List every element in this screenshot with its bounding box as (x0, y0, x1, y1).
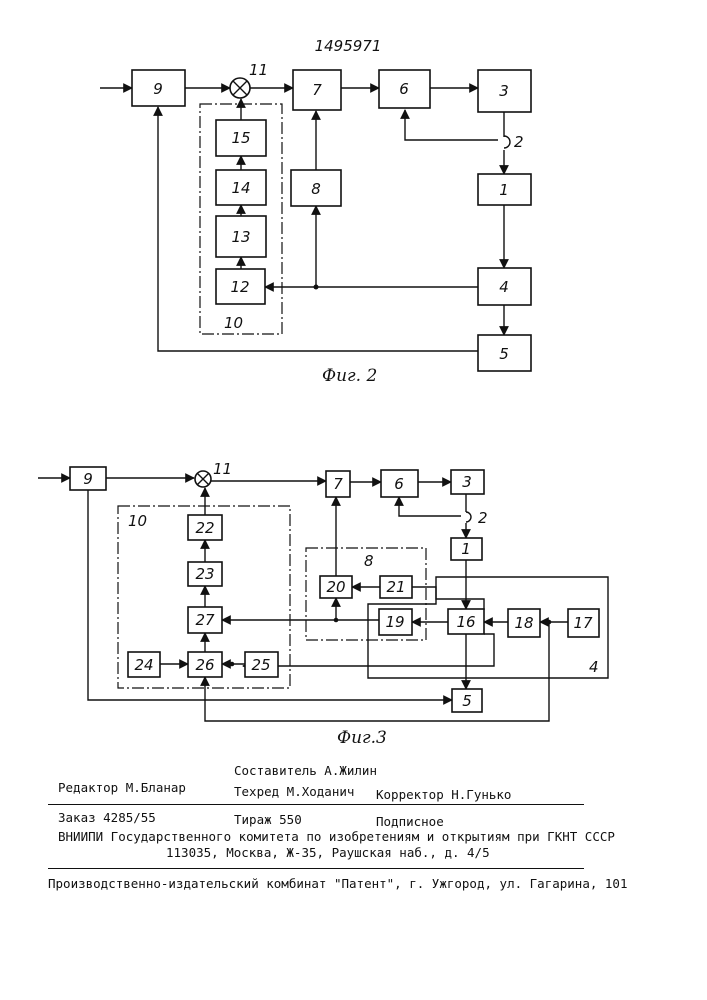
fig2-label-6: 6 (399, 80, 409, 98)
fig3-label-20: 20 (326, 578, 345, 596)
fig2-label-4: 4 (499, 278, 509, 296)
fig2-caption: Фиг. 2 (322, 366, 377, 386)
fig2-coupling-2 (504, 136, 510, 148)
fig3-label-6: 6 (394, 475, 404, 493)
fig3-label-19: 19 (385, 613, 404, 631)
fig3-label-23: 23 (195, 565, 214, 583)
fig2-group-10-label: 10 (224, 314, 243, 332)
fig3-label-9: 9 (83, 470, 93, 488)
address-line: 113035, Москва, Ж-35, Раушская наб., д. … (166, 845, 490, 860)
fig2-label-3: 3 (499, 82, 509, 100)
rule-top (48, 804, 584, 805)
fig3-caption: Фиг.3 (337, 728, 387, 748)
fig2-label-7: 7 (312, 81, 322, 99)
fig2-coupling-2-label: 2 (514, 133, 524, 151)
fig3-junction-25 (230, 662, 235, 667)
fig2-line-5-9 (158, 107, 478, 351)
fig3-coupling-2-label: 2 (478, 509, 488, 527)
fig3-label-18: 18 (514, 614, 533, 632)
fig3-label-17: 17 (573, 614, 593, 632)
circulation-line: Тираж 550 (234, 812, 302, 827)
fig3-label-1: 1 (461, 540, 471, 558)
fig3-label-7: 7 (333, 475, 343, 493)
fig2-label-9: 9 (153, 80, 163, 98)
patent-number: 1495971 (315, 37, 382, 55)
fig3-label-26: 26 (195, 656, 214, 674)
fig3-label-5: 5 (462, 692, 472, 710)
rule-bottom (48, 868, 584, 869)
fig3-coupling-2 (466, 512, 471, 522)
fig2-line-2-6 (405, 110, 498, 140)
fig3-label-24: 24 (134, 656, 153, 674)
order-line: Заказ 4285/55 (58, 810, 156, 825)
editor-line: Редактор М.Бланар (58, 780, 186, 795)
fig3-label-25: 25 (251, 656, 270, 674)
fig2-label-5: 5 (499, 345, 509, 363)
fig3-group-10-label: 10 (128, 512, 147, 530)
org-line: ВНИИПИ Государственного комитета по изоб… (58, 829, 615, 844)
fig2-label-14: 14 (231, 179, 250, 197)
fig3-label-27: 27 (195, 611, 215, 629)
publisher-line: Производственно-издательский комбинат "П… (48, 876, 627, 891)
figure-2: 9 7 6 3 1 4 5 8 15 14 13 12 10 11 2 Фиг.… (100, 61, 531, 386)
fig3-adder-11-label: 11 (213, 460, 232, 478)
fig2-label-13: 13 (231, 228, 250, 246)
composer-line: Составитель А.Жилин (234, 763, 377, 778)
fig3-label-3: 3 (462, 473, 472, 491)
fig3-label-21: 21 (386, 578, 405, 596)
fig3-label-16: 16 (456, 613, 475, 631)
fig3-line-2-6 (399, 497, 461, 516)
fig2-label-1: 1 (499, 181, 509, 199)
corrector-line: Корректор Н.Гунько (376, 787, 511, 802)
fig3-group-8-label: 8 (364, 552, 374, 570)
subscription-line: Подписное (376, 814, 444, 829)
techred-line: Техред М.Ходанич (234, 784, 354, 799)
fig3-label-22: 22 (195, 519, 214, 537)
fig2-label-8: 8 (311, 180, 321, 198)
fig3-line-16-21 (412, 587, 484, 610)
fig2-label-15: 15 (231, 129, 250, 147)
fig2-adder-11-label: 11 (249, 61, 268, 79)
fig2-label-12: 12 (230, 278, 249, 296)
fig3-group-4-label: 4 (589, 658, 599, 676)
